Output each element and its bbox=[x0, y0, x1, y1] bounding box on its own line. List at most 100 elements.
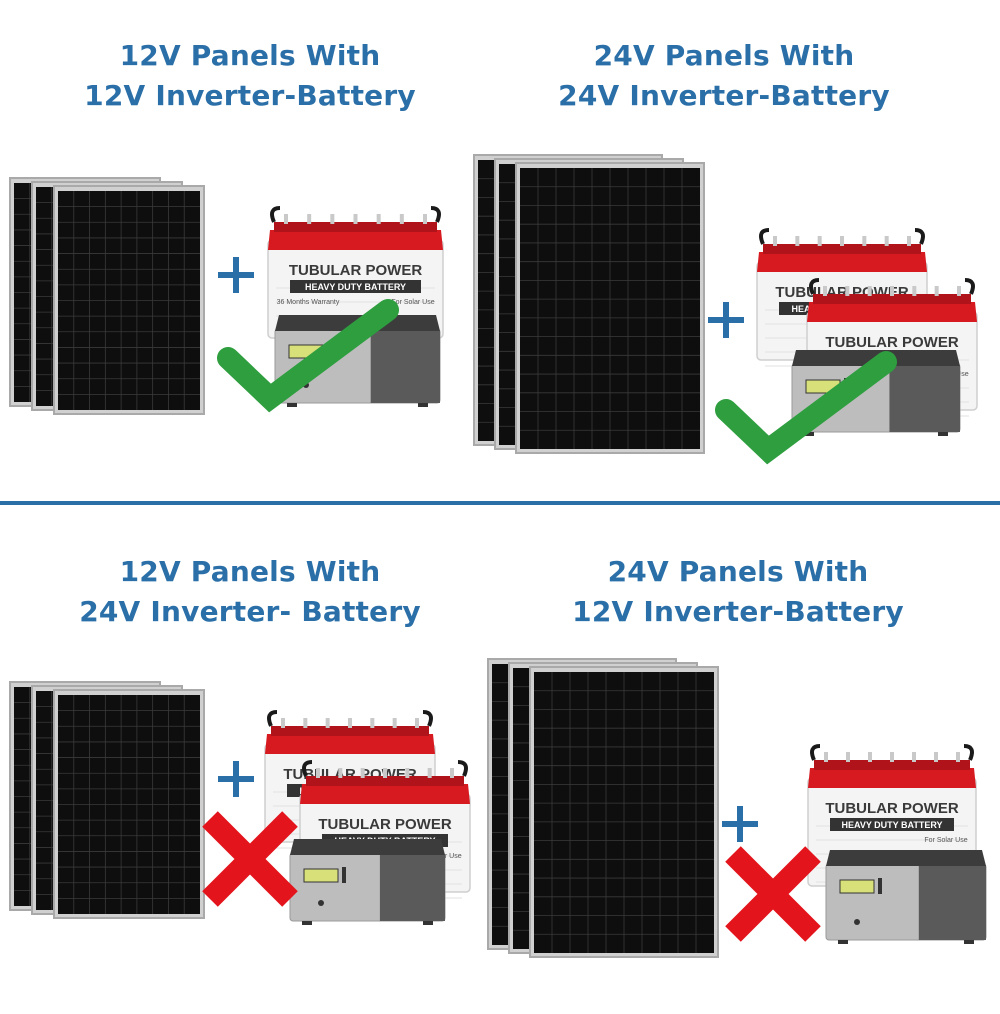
battery-cell-cap bbox=[392, 718, 397, 728]
inverter-button bbox=[318, 900, 324, 906]
panel-grid-lines bbox=[520, 168, 700, 449]
battery-cell-cap bbox=[956, 752, 960, 762]
battery-cell-cap bbox=[795, 236, 800, 246]
battery-cell-cap bbox=[281, 718, 285, 728]
combo-title-line1: 24V Panels With bbox=[607, 555, 869, 588]
cross-icon bbox=[202, 811, 298, 907]
inverter-foot bbox=[964, 940, 974, 944]
inverter bbox=[274, 315, 441, 407]
battery-terminal bbox=[302, 760, 468, 777]
combo-12v-panels-12v-inverter: 12V Panels With 12V Inverter-Battery TUB… bbox=[0, 0, 500, 500]
battery-cell-cap bbox=[330, 214, 335, 224]
plus-icon bbox=[218, 761, 254, 797]
battery-lid-top bbox=[763, 244, 921, 254]
inverter-side bbox=[889, 366, 960, 432]
battery-terminal bbox=[270, 206, 441, 223]
battery-cell-cap bbox=[884, 236, 889, 246]
battery-strip bbox=[830, 818, 954, 831]
cross-icon bbox=[725, 846, 821, 942]
battery-terminal bbox=[810, 744, 974, 761]
battery-cell-cap bbox=[353, 214, 358, 224]
panel-grid-lines bbox=[58, 191, 200, 410]
battery-terminal bbox=[267, 710, 433, 727]
inverter-display bbox=[839, 879, 875, 894]
cross-strokes bbox=[725, 846, 821, 942]
battery-cell-cap bbox=[415, 718, 419, 728]
battery-strip-label: HEAVY DUTY BATTERY bbox=[305, 282, 406, 292]
battery-cell-cap bbox=[325, 718, 330, 728]
inverter-side bbox=[370, 331, 440, 403]
inverter bbox=[791, 350, 961, 436]
plus-icon bbox=[708, 302, 744, 338]
combo-title-line1: 24V Panels With bbox=[593, 39, 855, 72]
inverter-led bbox=[878, 878, 882, 894]
plus-icon bbox=[218, 257, 254, 293]
solar-panel bbox=[53, 689, 205, 919]
battery-cell-cap bbox=[338, 768, 343, 778]
illustration-group: TUBULAR POWER HEAVY DUTY BATTERY For Solar… bbox=[9, 177, 444, 415]
inverter-foot bbox=[418, 403, 428, 407]
battery-note-label: For Solar Use bbox=[924, 837, 967, 844]
battery: TUBULAR POWER HEAVY DUTY BATTERY For Solar… bbox=[267, 206, 444, 345]
panel-grid-lines bbox=[534, 672, 714, 953]
battery-cell-cap bbox=[823, 286, 827, 296]
plus-bar-v bbox=[737, 806, 743, 842]
battery-terminal bbox=[759, 228, 925, 245]
battery-lid bbox=[808, 768, 976, 788]
battery-brand-label: TUBULAR POWER bbox=[289, 262, 422, 279]
combo-title-line1: 12V Panels With bbox=[119, 39, 381, 72]
inverter-side bbox=[379, 855, 445, 921]
battery-cell-cap bbox=[862, 236, 867, 246]
combo-title-line2: 12V Inverter-Battery bbox=[84, 79, 416, 112]
battery-strip bbox=[290, 280, 421, 293]
solar-panel bbox=[515, 162, 705, 454]
combo-12v-panels-24v-inverter: 12V Panels With 24V Inverter- Battery TU… bbox=[0, 514, 500, 1014]
plus-bar-v bbox=[723, 302, 729, 338]
battery-lid bbox=[300, 784, 470, 804]
battery-cell-cap bbox=[934, 752, 938, 762]
check-icon bbox=[715, 351, 897, 465]
battery-lid-top bbox=[306, 776, 464, 786]
battery-lid bbox=[265, 734, 435, 754]
battery-cell-cap bbox=[934, 286, 939, 296]
battery-cell-cap bbox=[817, 236, 822, 246]
inverter-foot bbox=[804, 432, 814, 436]
illustration-content: TUBULAR POWER HEAVY DUTY BATTERY For Solar… bbox=[9, 177, 444, 415]
section-divider bbox=[0, 501, 1000, 505]
inverter-button bbox=[854, 919, 860, 925]
battery-cell-cap bbox=[824, 752, 828, 762]
inverter bbox=[825, 850, 987, 944]
plus-bar-v bbox=[233, 761, 239, 797]
inverter bbox=[289, 839, 446, 925]
solar-panel bbox=[529, 666, 719, 958]
combo-title: 12V Panels With 12V Inverter-Battery bbox=[0, 36, 500, 116]
battery-cell-cap bbox=[307, 214, 312, 224]
inverter-top bbox=[826, 850, 986, 866]
panel-grid-lines bbox=[58, 695, 200, 914]
inverter-foot bbox=[838, 940, 848, 944]
battery-cell-cap bbox=[840, 236, 844, 246]
battery-lid-top bbox=[813, 294, 971, 304]
combo-title: 12V Panels With 24V Inverter- Battery bbox=[0, 552, 500, 632]
battery-note-label: For Solar Use bbox=[391, 299, 434, 306]
battery-lid bbox=[757, 252, 927, 272]
battery-brand-label: TUBULAR POWER bbox=[825, 800, 958, 817]
battery-cell-cap bbox=[912, 752, 916, 762]
inverter-foot bbox=[423, 921, 433, 925]
battery-cell-cap bbox=[376, 214, 381, 224]
battery-cell-cap bbox=[845, 286, 850, 296]
battery-cell-cap bbox=[360, 768, 365, 778]
combo-title-line2: 24V Inverter-Battery bbox=[558, 79, 890, 112]
plus-bar-v bbox=[233, 257, 239, 293]
battery-cell-cap bbox=[303, 718, 308, 728]
combo-title: 24V Panels With 24V Inverter-Battery bbox=[474, 36, 974, 116]
battery-brand-label: TUBULAR POWER bbox=[825, 334, 958, 351]
battery-lid-top bbox=[274, 222, 437, 232]
